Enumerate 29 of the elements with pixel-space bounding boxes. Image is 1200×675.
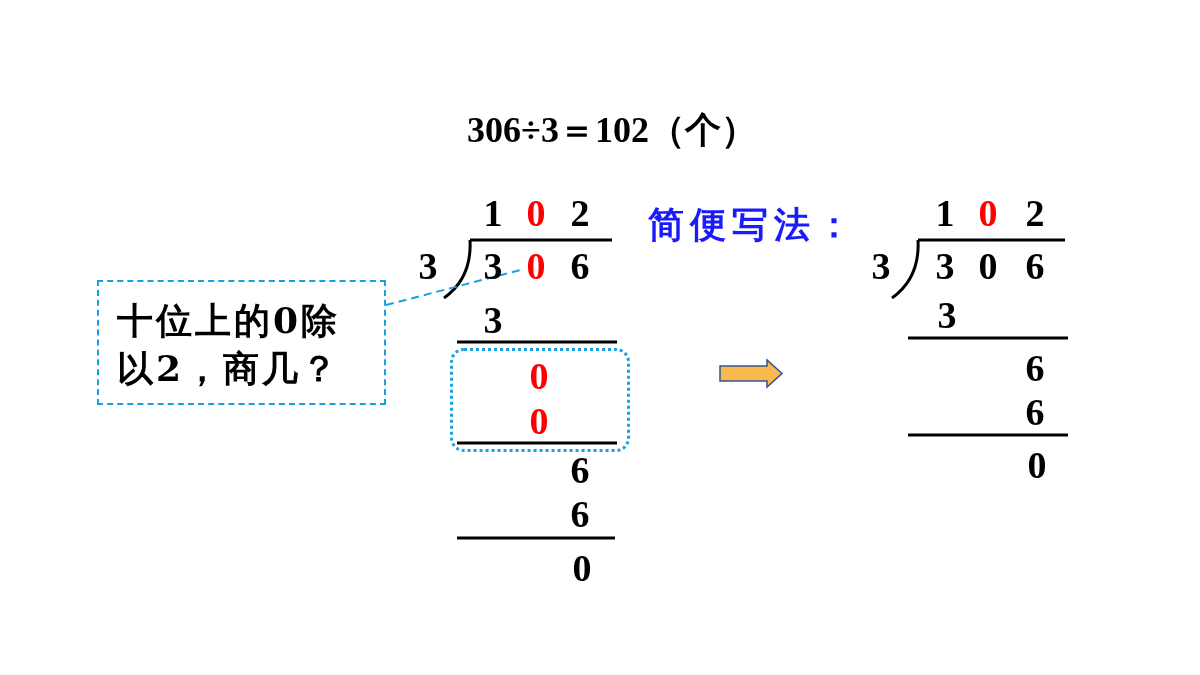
remainder-digit: 0 <box>572 548 592 588</box>
quotient-digit: 2 <box>570 193 590 233</box>
remainder-digit: 0 <box>529 356 549 396</box>
remainder-digit: 0 <box>1027 445 1047 485</box>
product-digit: 3 <box>937 295 957 335</box>
quotient-digit: 2 <box>1025 193 1045 233</box>
remainder-digit: 6 <box>570 450 590 490</box>
divisor-number: 3 <box>871 246 891 286</box>
dividend-digit: 3 <box>935 246 955 286</box>
product-digit: 6 <box>1025 392 1045 432</box>
highlight-box <box>450 348 630 452</box>
product-digit: 3 <box>483 300 503 340</box>
divisor-number: 3 <box>418 246 438 286</box>
product-digit: 0 <box>529 401 549 441</box>
dividend-digit: 6 <box>570 246 590 286</box>
callout-question: 十位上的0除以2，商几？ <box>117 298 342 391</box>
dividend-digit: 3 <box>483 246 503 286</box>
dividend-digit: 0 <box>526 246 546 286</box>
quotient-digit: 0 <box>526 193 546 233</box>
quotient-digit: 1 <box>935 193 955 233</box>
dividend-digit: 6 <box>1025 246 1045 286</box>
quotient-digit: 1 <box>483 193 503 233</box>
remainder-digit: 6 <box>1025 348 1045 388</box>
callout-box <box>97 280 386 405</box>
dividend-digit: 0 <box>978 246 998 286</box>
method-heading: 简便写法： <box>648 205 858 245</box>
title-equation: 306÷3＝102（个） <box>467 110 757 150</box>
quotient-digit: 0 <box>978 193 998 233</box>
product-digit: 6 <box>570 494 590 534</box>
